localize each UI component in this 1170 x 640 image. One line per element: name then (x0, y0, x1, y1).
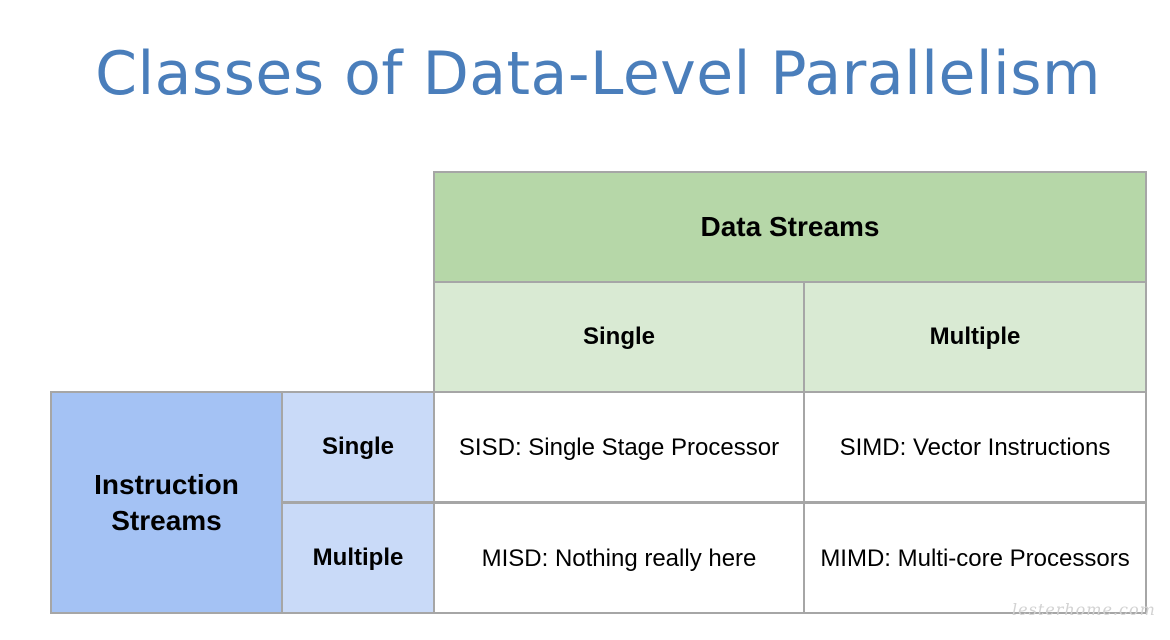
instruction-streams-header: Instruction Streams (50, 391, 283, 614)
slide-title: Classes of Data-Level Parallelism (95, 39, 1101, 109)
column-header-single: Single (433, 281, 805, 393)
row-header-multiple-label: Multiple (312, 544, 404, 571)
cell-sisd: SISD: Single Stage Processor (433, 391, 805, 503)
column-header-single-label: Single (582, 323, 655, 350)
row-header-single: Single (281, 391, 435, 503)
cell-sisd-text: SISD: Single Stage Processor (458, 433, 780, 461)
cell-misd: MISD: Nothing really here (433, 502, 805, 614)
cell-mimd-text: MIMD: Multi-core Processors (820, 544, 1130, 572)
column-header-multiple: Multiple (803, 281, 1147, 393)
cell-simd-text: SIMD: Vector Instructions (839, 433, 1111, 461)
row-header-multiple: Multiple (281, 502, 435, 614)
instruction-streams-header-label: Instruction Streams (94, 468, 239, 536)
cell-simd: SIMD: Vector Instructions (803, 391, 1147, 503)
row-header-single-label: Single (321, 433, 394, 460)
cell-mimd: MIMD: Multi-core Processors (803, 502, 1147, 614)
data-streams-header: Data Streams (433, 171, 1147, 283)
watermark: lesterhome.com (1012, 600, 1156, 619)
column-header-multiple-label: Multiple (929, 323, 1021, 350)
cell-misd-text: MISD: Nothing really here (481, 544, 757, 572)
data-streams-header-label: Data Streams (700, 211, 880, 242)
